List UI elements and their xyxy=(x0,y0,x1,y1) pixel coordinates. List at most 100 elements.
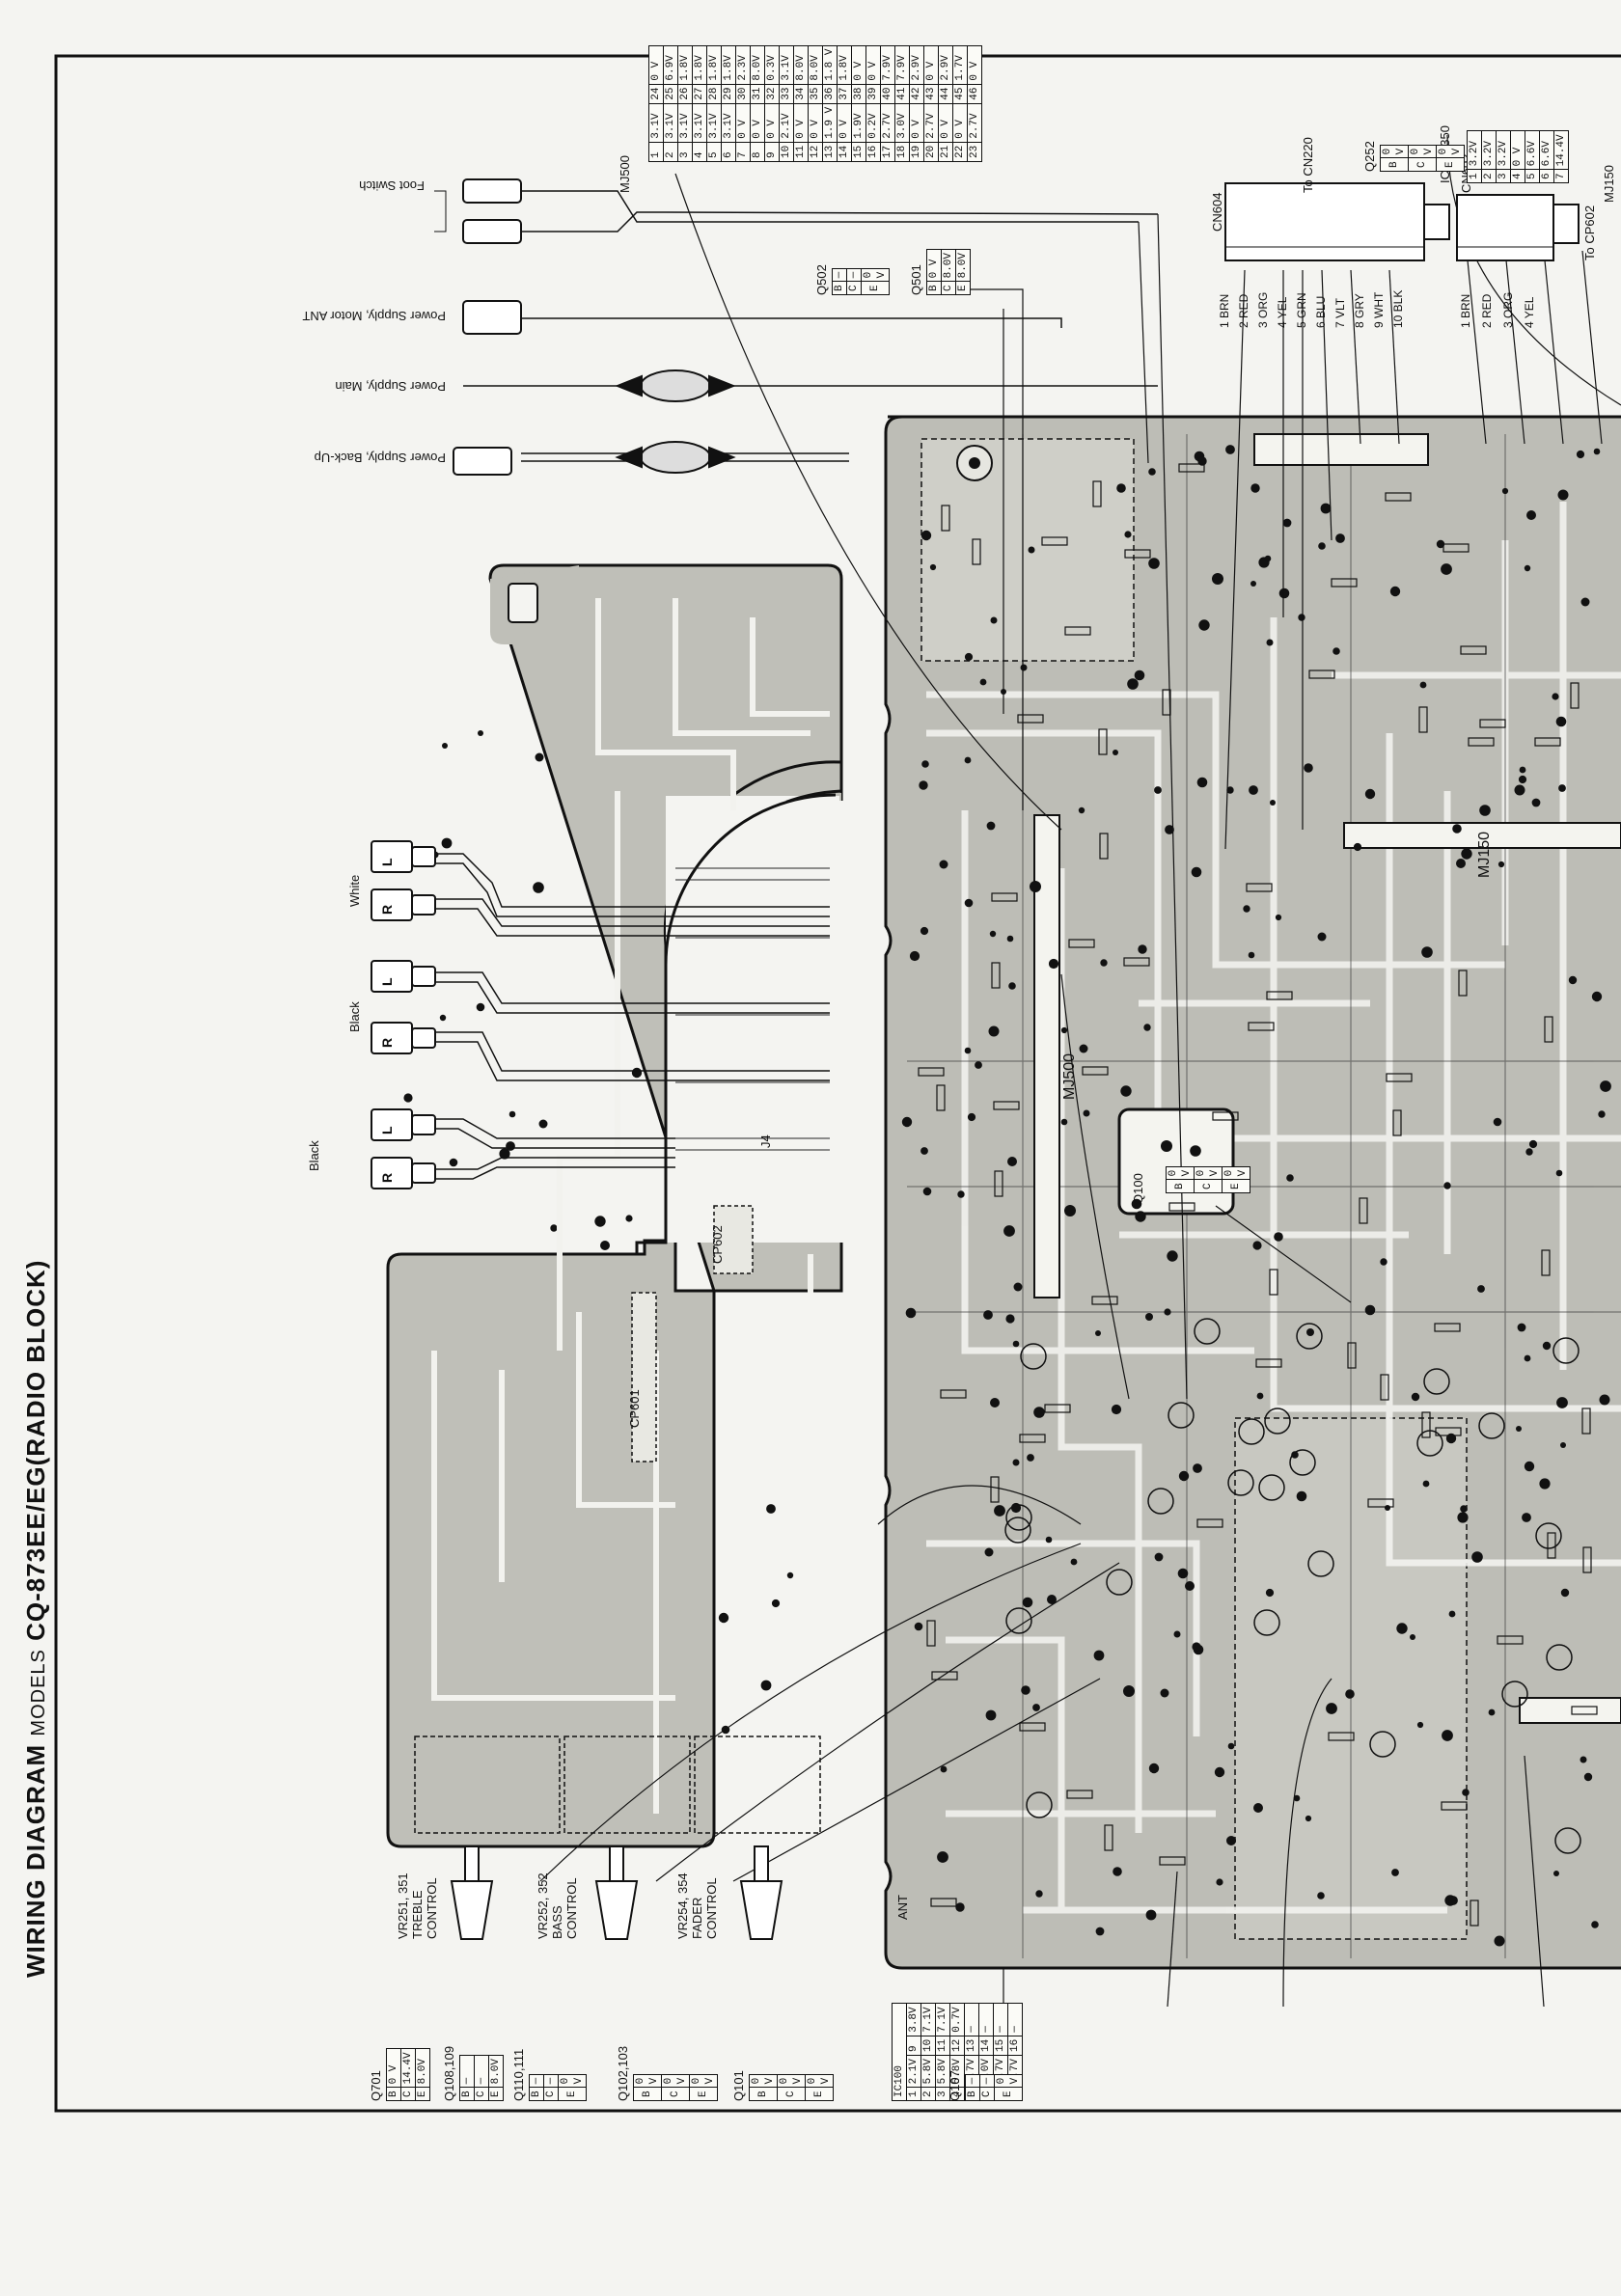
table-cell: 23 xyxy=(967,142,982,162)
jack-group-white: White xyxy=(347,874,362,907)
solder-pad xyxy=(631,1067,643,1079)
component-outline xyxy=(1386,1073,1413,1082)
solder-pad xyxy=(1326,1703,1337,1714)
component-outline xyxy=(1460,645,1487,655)
transistor-outline xyxy=(1004,1517,1031,1544)
table-cell: 8.0V xyxy=(750,45,765,85)
transistor-outline xyxy=(1369,1731,1396,1758)
transistor-outline xyxy=(1005,1607,1032,1634)
table-cell: 31 xyxy=(750,84,765,104)
solder-pad xyxy=(1553,1871,1559,1876)
component-outline xyxy=(993,1101,1020,1110)
table-cell: 14 xyxy=(978,2036,994,2056)
solder-pad xyxy=(1436,539,1445,549)
table-cell: 2.7V xyxy=(967,103,982,143)
solder-pad xyxy=(1012,1459,1020,1466)
solder-pad xyxy=(1226,786,1234,794)
component-outline xyxy=(1248,1022,1275,1031)
table-cell: 1.8V xyxy=(706,45,722,85)
solder-pad xyxy=(920,926,929,936)
cp601-header xyxy=(631,1292,657,1462)
component-outline xyxy=(930,1898,957,1907)
solder-pad xyxy=(1008,982,1016,990)
label-ant: ANT xyxy=(895,1895,910,1920)
table-cell: — xyxy=(965,2074,980,2088)
component-outline xyxy=(1196,1518,1223,1528)
transistor-outline xyxy=(1147,1488,1174,1515)
jack-group-black-2: Black xyxy=(307,1140,321,1171)
solder-pad xyxy=(594,1216,606,1227)
solder-pad xyxy=(929,563,937,571)
component-outline xyxy=(1385,492,1412,502)
solder-pad xyxy=(1298,614,1305,621)
component-outline xyxy=(1104,1824,1113,1851)
solder-pad xyxy=(1064,1205,1076,1216)
solder-pad xyxy=(1197,456,1207,466)
table-cell: 3 xyxy=(677,142,693,162)
solder-pad xyxy=(1477,1285,1485,1293)
table-cell: 6.9V xyxy=(663,45,678,85)
solder-pad xyxy=(1580,597,1590,607)
transistor-outline xyxy=(1026,1791,1053,1818)
diagram-title: WIRING DIAGRAM MODELS CQ-873EE/EG(RADIO … xyxy=(21,1260,51,1978)
solder-pad xyxy=(1353,842,1362,852)
solder-pad xyxy=(964,1047,972,1054)
table-cell: 1.9 V xyxy=(822,103,838,143)
solder-pad xyxy=(1113,1867,1122,1876)
table-cell: C xyxy=(400,2087,416,2101)
table-cell: 0 V xyxy=(926,249,942,282)
component-outline xyxy=(1124,549,1151,559)
solder-pad xyxy=(922,1187,932,1196)
table-cell: C xyxy=(474,2087,489,2101)
solder-pad xyxy=(1093,1650,1105,1661)
table-cell: 32 xyxy=(764,84,780,104)
solder-pad xyxy=(1560,1588,1570,1598)
table-cell: — xyxy=(543,2074,559,2088)
table-cell: 41 xyxy=(894,84,910,104)
solder-pad xyxy=(1556,1397,1568,1408)
transistor-outline xyxy=(1168,1402,1195,1429)
solder-pad xyxy=(1448,1610,1456,1618)
cross-wires xyxy=(539,134,1621,2016)
solder-pad xyxy=(1145,1909,1157,1921)
solder-pad xyxy=(1005,1314,1015,1324)
solder-pad xyxy=(1185,1581,1195,1591)
solder-pad xyxy=(1333,647,1340,655)
solder-pad xyxy=(1514,784,1525,796)
transistor-outline xyxy=(1258,1474,1285,1501)
plugs xyxy=(453,178,522,476)
solder-pad xyxy=(1460,1505,1468,1513)
transistor-outline xyxy=(1289,1449,1316,1476)
table-cell: E xyxy=(994,2087,1023,2101)
table-cell: 7 xyxy=(735,142,751,162)
table-cell: 3.2V xyxy=(1467,130,1482,170)
solder-pad xyxy=(1291,1451,1299,1459)
table-cell: 0 V xyxy=(750,103,765,143)
solder-pad xyxy=(1282,518,1292,528)
table-cell: 22 xyxy=(952,142,968,162)
table-cell: 0 V xyxy=(837,103,852,143)
solder-pad xyxy=(1452,824,1462,834)
component-outline xyxy=(1091,1296,1118,1305)
jack-cables xyxy=(434,853,830,1180)
solder-pad xyxy=(1161,1140,1172,1152)
solder-pad xyxy=(964,898,974,908)
table-cell: 35 xyxy=(808,84,823,104)
solder-pad xyxy=(403,1093,413,1103)
table-cell: — xyxy=(832,268,847,282)
solder-pad xyxy=(1364,788,1376,800)
